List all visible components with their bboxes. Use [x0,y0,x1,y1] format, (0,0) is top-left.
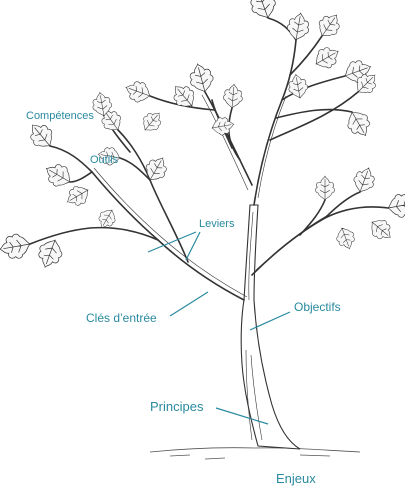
label-objectifs: Objectifs [294,300,341,314]
leaves [0,0,405,272]
principes-line [215,407,269,425]
trunk [240,204,301,450]
ground [149,447,361,460]
label-enjeux: Enjeux [276,471,316,486]
branch-outlines [93,94,329,298]
objectifs-line [249,311,291,331]
leviers-line-2 [185,231,201,261]
label-competences: Compétences [26,110,94,122]
leviers-line-1 [147,231,197,253]
label-principes: Principes [150,399,204,414]
label-cles-entree: Clés d’entrée [86,311,157,325]
cles-entree-line [169,291,209,317]
callout-lines [147,231,291,425]
label-outils: Outils [90,154,119,166]
label-leviers: Leviers [199,218,235,230]
